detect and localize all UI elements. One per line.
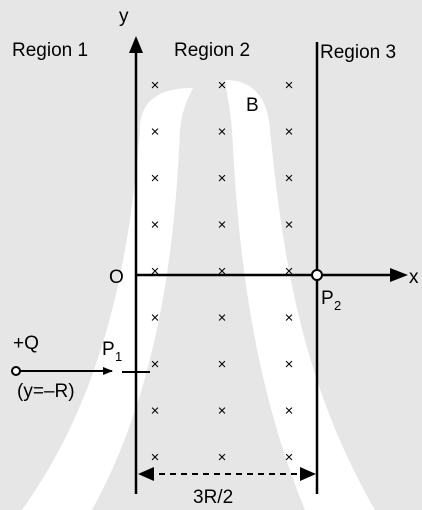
field-cross-mark: × (151, 217, 160, 234)
field-cross-mark: × (151, 263, 160, 280)
field-cross-mark: × (218, 263, 227, 280)
p2-label: P (321, 288, 334, 309)
watermark-band-left (22, 88, 193, 510)
field-cross-mark: × (285, 217, 294, 234)
region3-label: Region 3 (320, 42, 396, 63)
field-cross-mark: × (218, 449, 227, 466)
watermark-background (22, 80, 375, 510)
field-cross-mark: × (218, 403, 227, 420)
field-cross-mark: × (151, 170, 160, 187)
width-arrow-left-icon (138, 467, 154, 481)
field-cross-mark: × (151, 403, 160, 420)
p1-subscript: 1 (115, 349, 122, 364)
y-axis-label: y (119, 6, 129, 27)
p1-label: P (102, 339, 115, 360)
field-cross-mark: × (218, 356, 227, 373)
field-cross-mark: × (218, 124, 227, 141)
field-cross-mark: × (151, 124, 160, 141)
region2-label: Region 2 (174, 40, 250, 61)
width-label: 3R/2 (193, 487, 233, 508)
p2-subscript: 2 (334, 298, 341, 313)
field-cross-mark: × (285, 263, 294, 280)
field-cross-mark: × (218, 310, 227, 327)
field-cross-mark: × (218, 217, 227, 234)
field-cross-mark: × (285, 449, 294, 466)
y-axis-arrow-icon (129, 36, 143, 53)
charge-position-label: (y=–R) (17, 381, 75, 402)
field-cross-mark: × (285, 403, 294, 420)
field-cross-mark: × (285, 310, 294, 327)
x-axis-arrow-icon (390, 268, 408, 282)
charge-label: +Q (13, 333, 39, 354)
field-into-page-marks: × × × × × × × × × × × × × × × × × × × × × × × × × × × (151, 77, 294, 466)
field-cross-mark: × (285, 124, 294, 141)
field-cross-mark: × (285, 170, 294, 187)
x-axis-label: x (409, 267, 419, 288)
p2-point (311, 269, 323, 281)
charge-particle (11, 366, 21, 376)
field-cross-mark: × (151, 310, 160, 327)
field-cross-mark: × (285, 356, 294, 373)
field-cross-mark: × (151, 77, 160, 94)
region1-label: Region 1 (12, 40, 88, 61)
field-label: B (246, 95, 259, 116)
field-cross-mark: × (285, 77, 294, 94)
field-cross-mark: × (151, 449, 160, 466)
width-arrow-right-icon (300, 467, 316, 481)
field-cross-mark: × (218, 77, 227, 94)
field-cross-mark: × (218, 170, 227, 187)
field-cross-mark: × (151, 356, 160, 373)
origin-label: O (109, 267, 124, 288)
watermark-band-right (225, 80, 375, 510)
